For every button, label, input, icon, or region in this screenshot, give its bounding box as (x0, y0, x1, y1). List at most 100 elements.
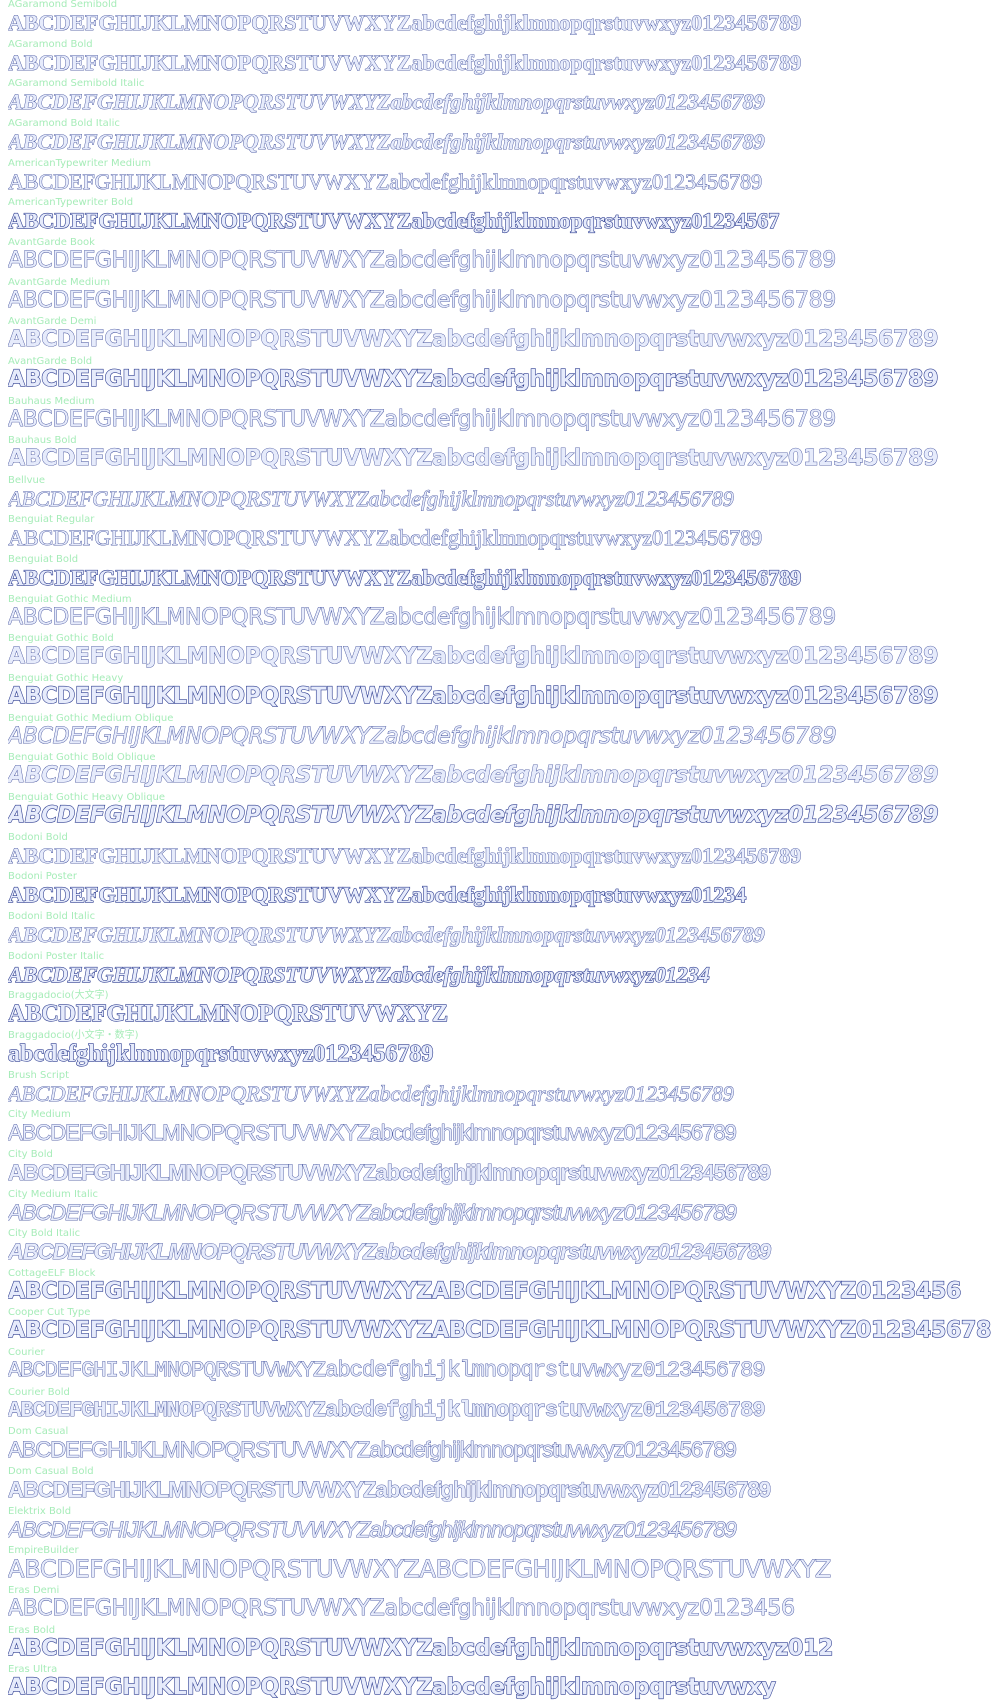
font-name-label: Benguiat Gothic Heavy (8, 673, 124, 685)
font-name-label: Elektrix Bold (8, 1505, 72, 1517)
font-sample-text: ABCDEFGHIJKLMNOPQRSTUVWXYZabcdefghijklmn… (8, 366, 939, 393)
font-name-label: City Medium Italic (8, 1188, 98, 1200)
font-name-label: Benguiat Bold (8, 554, 79, 566)
font-sample-text: ABCDEFGHIJKLMNOPQRSTUVWXYZabcdefghijklmn… (8, 961, 710, 988)
font-sample-text: ABCDEFGHIJKLMNOPQRSTUVWXYZabcdefghijklmn… (8, 1358, 766, 1384)
font-sample-text: ABCDEFGHIJKLMNOPQRSTUVWXYZabcdefghijklmn… (8, 128, 765, 154)
font-name-label: Braggadocio(小文字・数字) (8, 1029, 139, 1041)
font-sample-text: ABCDEFGHIJKLMNOPQRSTUVWXYZabcdefghijklmn… (8, 247, 837, 273)
font-sample-text: ABCDEFGHIJKLMNOPQRSTUVWXYZabcdefghijklmn… (8, 485, 734, 511)
font-name-label: Dom Casual (8, 1426, 69, 1438)
font-sample-text: ABCDEFGHIJKLMNOPQRSTUVWXYZabcdefghijklmn… (8, 406, 837, 432)
font-sample-text: ABCDEFGHIJKLMNOPQRSTUVWXYZabcdefghijklmn… (8, 446, 939, 472)
font-name-label: AvantGarde Book (8, 236, 95, 248)
font-name-label: Dom Casual Bold (8, 1466, 94, 1478)
font-name-label: Bodoni Bold Italic (8, 910, 96, 922)
font-name-label: Courier Bold (8, 1386, 70, 1398)
font-name-label: EmpireBuilder (8, 1545, 79, 1557)
font-name-label: City Medium (8, 1109, 71, 1121)
font-sample-text: ABCDEFGHIJKLMNOPQRSTUVWXYZabcdefghijklmn… (8, 1397, 766, 1423)
font-sample-text: ABCDEFGHIJKLMNOPQRSTUVWXYZabcdefghijklmn… (8, 10, 802, 35)
font-sample-text: ABCDEFGHIJKLMNOPQRSTUVWXYZabcdefghijklmn… (8, 1477, 771, 1503)
font-sample-text: ABCDEFGHIJKLMNOPQRSTUVWXYZabcdefghijklmn… (8, 763, 939, 789)
font-sample-text: ABCDEFGHIJKLMNOPQRSTUVWXYZabcdefghijklmn… (8, 89, 765, 115)
font-sample-text: ABCDEFGHIJKLMNOPQRSTUVWXYZabcdefghijklmn… (8, 525, 763, 551)
font-name-label: Eras Bold (8, 1624, 56, 1636)
font-name-label: Bodoni Bold (8, 831, 68, 843)
font-sample-text: ABCDEFGHIJKLMNOPQRSTUVWXYZABCDEFGHIJKLMN… (8, 1318, 992, 1344)
font-name-label: AvantGarde Demi (8, 316, 97, 328)
font-name-label: AGaramond Semibold Italic (8, 78, 145, 90)
font-name-label: AmericanTypewriter Medium (8, 157, 151, 169)
font-sample-text: ABCDEFGHIJKLMNOPQRSTUVWXYZabcdefghijklmn… (8, 1080, 734, 1106)
font-sample-text: ABCDEFGHIJKLMNOPQRSTUVWXYZabcdefghijklmn… (8, 327, 939, 353)
font-sample-text: ABCDEFGHIJKLMNOPQRSTUVWXYZabcdefghijklmn… (8, 644, 939, 670)
font-name-label: Eras Demi (8, 1585, 60, 1597)
font-specimen-row: Braggadocio(小文字・数字)abcdefghijklmnopqrstu… (8, 1029, 992, 1071)
font-name-label: AvantGarde Bold (8, 355, 93, 367)
font-name-label: Benguiat Gothic Bold Oblique (8, 752, 156, 764)
font-sample-text: ABCDEFGHIJKLMNOPQRSTUVWXYZabcdefghijklmn… (8, 1437, 737, 1463)
font-name-label: City Bold Italic (8, 1228, 81, 1240)
font-name-label: CottageELF Block (8, 1267, 96, 1279)
font-sample-text: ABCDEFGHIJKLMNOPQRSTUVWXYZabcdefghijklmn… (8, 1596, 796, 1622)
font-sample-text: ABCDEFGHIJKLMNOPQRSTUVWXYZabcdefghijklmn… (8, 1675, 776, 1701)
font-sample-text: ABCDEFGHIJKLMNOPQRSTUVWXYZabcdefghijklmn… (8, 287, 837, 313)
font-sample-text: ABCDEFGHIJKLMNOPQRSTUVWXYZabcdefghijklmn… (8, 168, 763, 194)
font-name-label: City Bold (8, 1148, 53, 1160)
font-name-label: AGaramond Bold (8, 38, 93, 50)
font-specimen-row: Braggadocio(大文字)ABCDEFGHIJKLMNOPQRSTUVWX… (8, 991, 992, 1031)
font-name-label: Braggadocio(大文字) (8, 990, 109, 1002)
font-sample-text: ABCDEFGHIJKLMNOPQRSTUVWXYZABCDEFGHIJKLMN… (8, 1556, 832, 1583)
font-sample-text: ABCDEFGHIJKLMNOPQRSTUVWXYZabcdefghijklmn… (8, 1239, 771, 1265)
font-sample-text: ABCDEFGHIJKLMNOPQRSTUVWXYZabcdefghijklmn… (8, 565, 802, 591)
font-sample-text: ABCDEFGHIJKLMNOPQRSTUVWXYZabcdefghijklmn… (8, 1199, 737, 1225)
font-sample-text: ABCDEFGHIJKLMNOPQRSTUVWXYZabcdefghijklmn… (8, 1159, 771, 1185)
font-name-label: Bodoni Poster (8, 871, 77, 883)
font-sample-text: ABCDEFGHIJKLMNOPQRSTUVWXYZabcdefghijklmn… (8, 49, 802, 75)
font-sample-text: ABCDEFGHIJKLMNOPQRSTUVWXYZabcdefghijklmn… (8, 882, 747, 908)
font-sample-text: ABCDEFGHIJKLMNOPQRSTUVWXYZabcdefghijklmn… (8, 604, 837, 630)
font-name-label: AGaramond Semibold (8, 0, 118, 10)
font-sample-text: ABCDEFGHIJKLMNOPQRSTUVWXYZ (8, 1001, 449, 1028)
font-name-label: Bodoni Poster Italic (8, 950, 105, 962)
font-sample-text: abcdefghijklmnopqrstuvwxyz0123456789 (8, 1040, 434, 1067)
font-sample-text: ABCDEFGHIJKLMNOPQRSTUVWXYZabcdefghijklmn… (8, 1120, 737, 1146)
font-sample-text: ABCDEFGHIJKLMNOPQRSTUVWXYZabcdefghijklmn… (8, 803, 939, 829)
font-name-label: Benguiat Gothic Bold (8, 633, 114, 645)
font-name-label: Bellvue (8, 474, 45, 486)
font-name-label: Bauhaus Bold (8, 435, 77, 447)
font-name-label: Benguiat Regular (8, 514, 95, 526)
font-sample-text: ABCDEFGHIJKLMNOPQRSTUVWXYZabcdefghijklmn… (8, 1635, 834, 1662)
